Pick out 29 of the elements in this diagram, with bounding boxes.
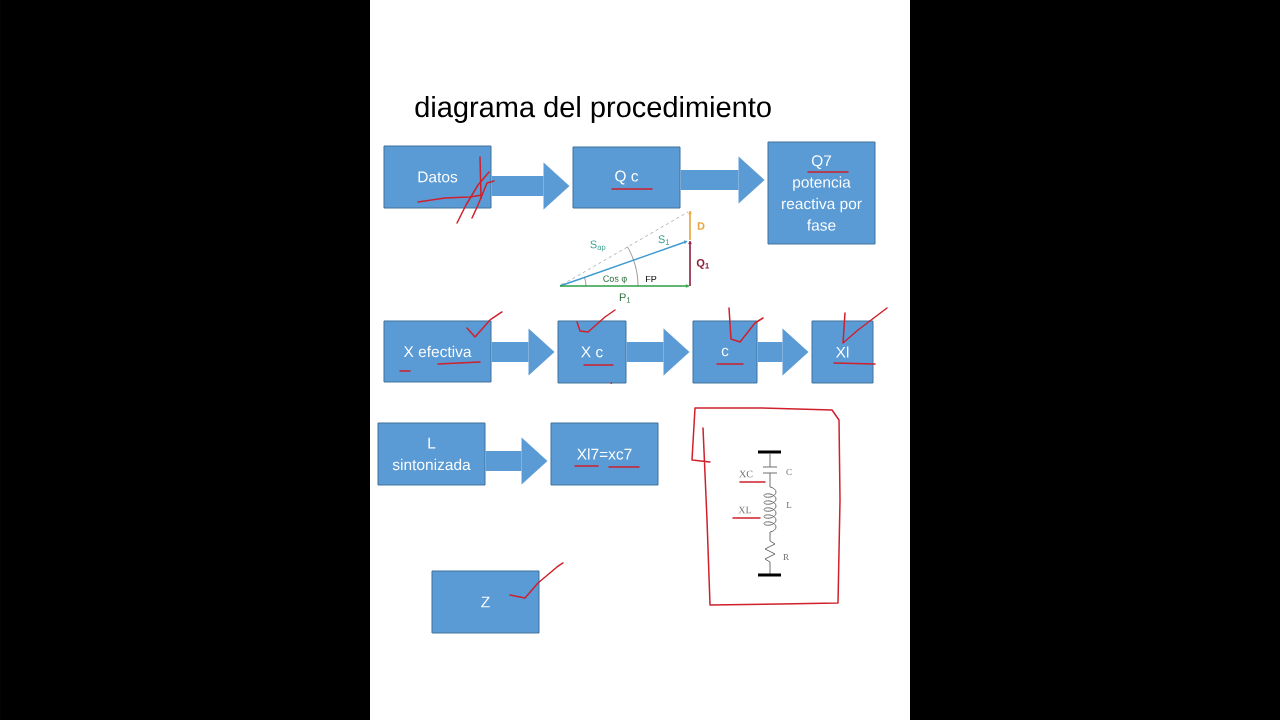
process-box: X c — [557, 320, 627, 384]
component-label: L — [786, 502, 792, 508]
vector-label: FP — [646, 275, 657, 283]
component-label: C — [786, 468, 792, 476]
process-box: Q7 potencia reactiva por fase — [767, 141, 876, 245]
process-box: Datos — [383, 145, 492, 209]
block-arrow — [491, 162, 570, 210]
block-arrow — [485, 437, 548, 485]
component-label: R — [783, 554, 789, 560]
process-box: L sintonizada — [377, 422, 486, 486]
vector-label: S$_{ap}$ — [590, 240, 606, 252]
component-label: XC — [739, 470, 753, 478]
process-box: Xl — [811, 320, 874, 384]
process-box: X efectiva — [383, 320, 492, 383]
block-arrow — [757, 328, 809, 376]
block-arrow — [491, 328, 555, 376]
component-label: XL — [738, 506, 752, 514]
vector-label: S$_{1}$ — [658, 235, 670, 245]
title: diagrama del procedimiento — [415, 96, 771, 123]
process-box: c — [692, 320, 758, 384]
block-arrow — [680, 156, 765, 204]
vector-label: Cos φ — [603, 275, 627, 284]
block-arrow — [626, 328, 690, 376]
vector-label: Q$_{1}$ — [696, 259, 709, 269]
process-box: Xl7=xc7 — [550, 422, 659, 486]
process-box: Q c — [572, 146, 681, 209]
vector-label: D — [697, 222, 705, 230]
vector-label: P$_{1}$ — [619, 293, 631, 303]
process-box: Z — [431, 570, 540, 634]
